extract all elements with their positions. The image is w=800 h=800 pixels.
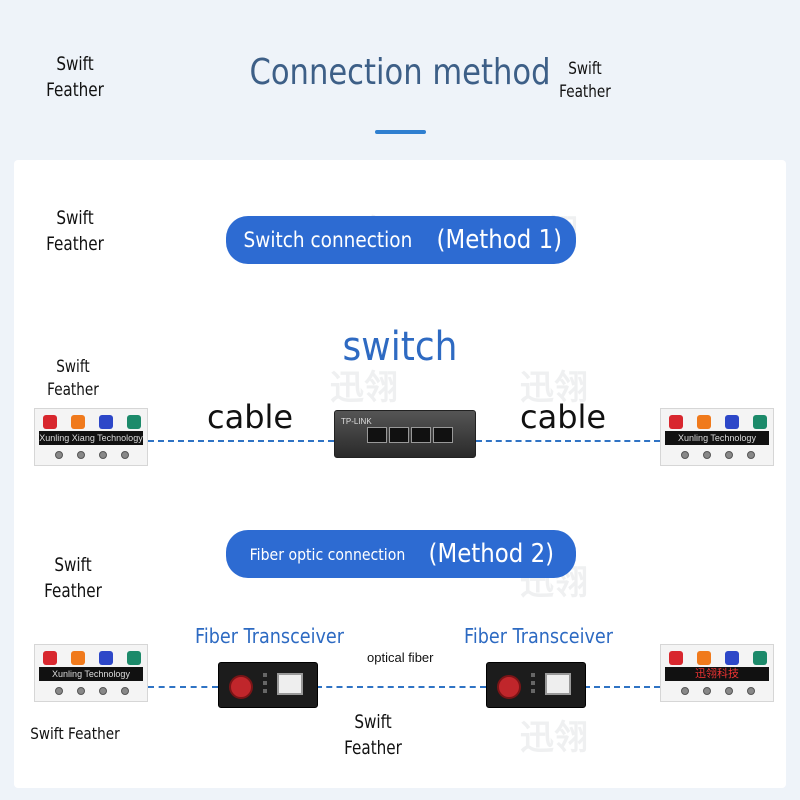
title-underline [375,130,426,134]
cable-label-left: cable [207,398,294,436]
fiber-line [316,686,486,688]
method2-label: Fiber optic connection (Method 2) [226,530,576,578]
cable-line-left [148,440,334,442]
ethernet-port-icon [545,673,571,695]
transceiver-label-right: Fiber Transceiver [464,624,613,648]
watermark-text: Swift Feather [30,724,120,743]
switch-brand: TP-LINK [341,417,372,426]
display-controller-left: Xunling Technology [34,644,148,702]
cable-line [584,686,660,688]
display-controller-left: Xunling Xiang Technology [34,408,148,466]
cable-line [148,686,218,688]
device-screen: Xunling Technology [39,667,143,681]
page-title: Connection method [249,52,551,93]
fiber-transceiver-left [218,662,318,708]
ethernet-port-icon [277,673,303,695]
device-screen: Xunling Technology [665,431,769,445]
watermark-cn: 迅翎 [520,368,588,408]
display-controller-right: Xunling Technology [660,408,774,466]
switch-label: switch [342,324,458,370]
optical-fiber-label: optical fiber [367,650,434,665]
device-screen: 迅翎科技 [665,667,769,681]
transceiver-label-left: Fiber Transceiver [195,624,344,648]
device-screen: Xunling Xiang Technology [39,431,143,445]
fiber-port-icon [229,675,253,699]
display-controller-right: 迅翎科技 [660,644,774,702]
watermark-cn: 迅翎 [330,368,398,408]
watermark-cn: 迅翎 [520,718,588,758]
network-switch: TP-LINK [334,410,476,458]
method1-label: Switch connection (Method 1) [226,216,576,264]
cable-line-right [476,440,660,442]
fiber-port-icon [497,675,521,699]
fiber-transceiver-right [486,662,586,708]
cable-label-right: cable [520,398,607,436]
